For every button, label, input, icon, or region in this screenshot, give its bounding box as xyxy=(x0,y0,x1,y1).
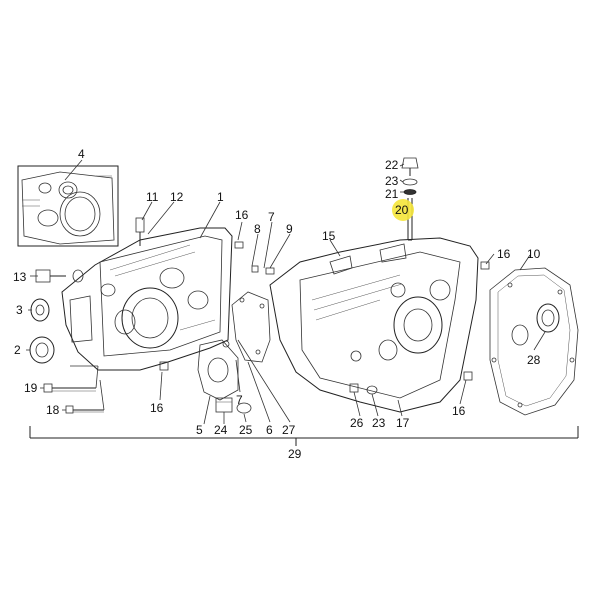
label-25: 25 xyxy=(239,423,253,437)
label-15: 15 xyxy=(322,229,336,243)
inset-detail-view xyxy=(17,165,119,247)
label-13: 13 xyxy=(13,270,27,284)
assembly-bracket xyxy=(29,426,579,446)
label-8: 8 xyxy=(254,222,261,236)
label-6: 6 xyxy=(266,423,273,437)
label-19: 19 xyxy=(24,381,38,395)
label-27: 27 xyxy=(282,423,296,437)
label-9: 9 xyxy=(286,222,293,236)
side-cover-gasket xyxy=(489,267,579,416)
label-3: 3 xyxy=(16,303,23,317)
cover-plate xyxy=(197,339,239,401)
label-26: 26 xyxy=(350,416,364,430)
top-loose-parts xyxy=(135,217,490,395)
label-2: 2 xyxy=(14,343,21,357)
label-16c: 16 xyxy=(150,401,164,415)
label-10: 10 xyxy=(527,247,541,261)
label-22: 22 xyxy=(385,158,399,172)
plug-and-washer xyxy=(215,397,252,414)
label-11: 11 xyxy=(146,190,159,204)
label-28: 28 xyxy=(527,353,541,367)
leader-lines xyxy=(26,159,546,425)
gasket-small xyxy=(231,291,271,363)
highlight-marker xyxy=(392,199,414,221)
label-29: 29 xyxy=(288,447,302,461)
left-case-half xyxy=(61,227,233,371)
label-16b: 16 xyxy=(497,247,511,261)
label-16d: 16 xyxy=(452,404,466,418)
label-16a: 16 xyxy=(235,208,249,222)
label-7a: 7 xyxy=(268,210,275,224)
label-18: 18 xyxy=(46,403,60,417)
breather-bolt-stack xyxy=(401,157,419,241)
label-7b: 7 xyxy=(236,393,243,407)
label-24: 24 xyxy=(214,423,228,437)
left-loose-parts xyxy=(29,269,104,414)
bearing-28 xyxy=(511,303,560,346)
right-case-half xyxy=(269,237,479,413)
label-23b: 23 xyxy=(372,416,386,430)
label-21: 21 xyxy=(385,187,399,201)
part-labels: 4 11 12 1 16 7 8 9 15 22 23 21 20 16 10 … xyxy=(13,147,541,461)
label-23a: 23 xyxy=(385,174,399,188)
label-20: 20 xyxy=(395,203,409,217)
label-5: 5 xyxy=(196,423,203,437)
label-4: 4 xyxy=(78,147,85,161)
label-1: 1 xyxy=(217,190,224,204)
label-17: 17 xyxy=(396,416,410,430)
label-12: 12 xyxy=(170,190,184,204)
